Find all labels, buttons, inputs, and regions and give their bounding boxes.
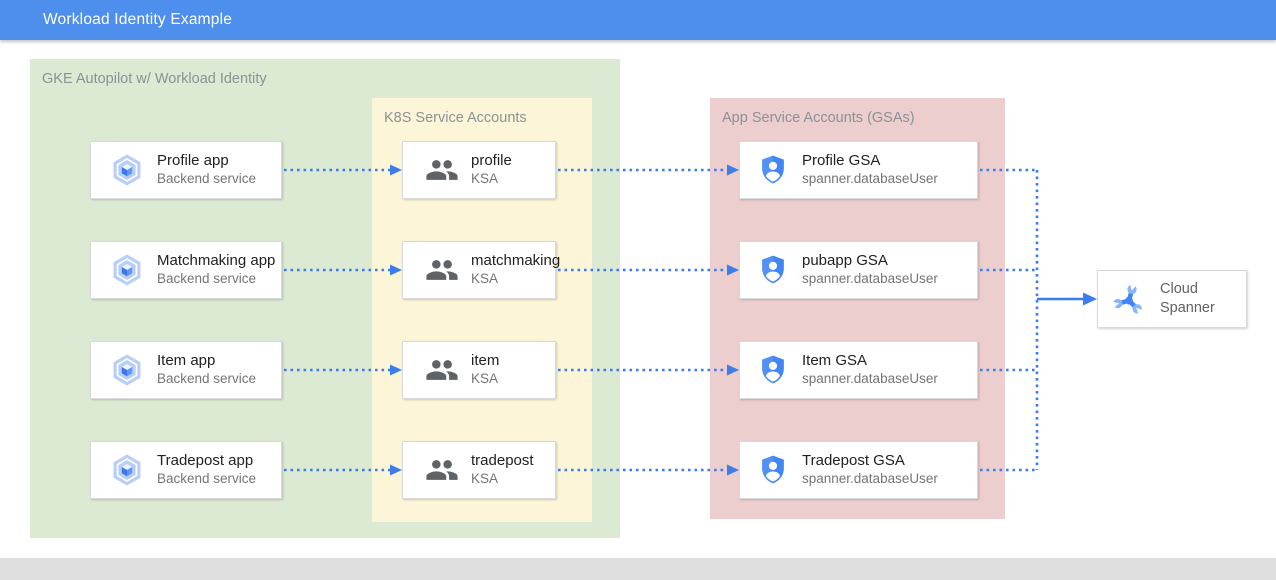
node-subtitle: Backend service	[157, 271, 257, 287]
node-subtitle: KSA	[471, 471, 499, 487]
shield-user-icon	[756, 353, 790, 387]
gke-icon	[109, 352, 145, 388]
gsa-container-title: App Service Accounts (GSAs)	[722, 110, 915, 126]
node-title: Tradepost app	[157, 451, 254, 469]
titlebar: Workload Identity Example	[0, 0, 1276, 40]
people-group-icon	[425, 453, 459, 487]
node-title: Matchmaking app	[157, 251, 276, 269]
people-group-icon	[425, 153, 459, 187]
node-title: Item GSA	[802, 351, 868, 369]
pubapp-gsa-node: pubapp GSA spanner.databaseUser	[739, 241, 978, 299]
gke-container-title: GKE Autopilot w/ Workload Identity	[42, 71, 267, 87]
cloud-spanner-node: Cloud Spanner	[1097, 270, 1247, 328]
tradepost-gsa-node: Tradepost GSA spanner.databaseUser	[739, 441, 978, 499]
node-subtitle: spanner.databaseUser	[802, 271, 938, 287]
node-title: tradepost	[471, 451, 534, 469]
gke-icon	[109, 252, 145, 288]
node-title: Tradepost GSA	[802, 451, 905, 469]
node-title: profile	[471, 151, 512, 169]
node-title: Profile GSA	[802, 151, 881, 169]
shield-user-icon	[756, 453, 790, 487]
profile-gsa-node: Profile GSA spanner.databaseUser	[739, 141, 978, 199]
item-gsa-node: Item GSA spanner.databaseUser	[739, 341, 978, 399]
node-title: matchmaking	[471, 251, 561, 269]
node-subtitle: KSA	[471, 271, 499, 287]
node-subtitle: spanner.databaseUser	[802, 471, 938, 487]
node-title: Profile app	[157, 151, 229, 169]
gke-icon	[109, 152, 145, 188]
page-title: Workload Identity Example	[43, 11, 233, 28]
node-title: item	[471, 351, 500, 369]
diagram-canvas: GKE Autopilot w/ Workload Identity K8S S…	[0, 40, 1276, 558]
gke-icon	[109, 452, 145, 488]
shield-user-icon	[756, 153, 790, 187]
spanner-icon	[1110, 280, 1148, 318]
people-group-icon	[425, 253, 459, 287]
people-group-icon	[425, 353, 459, 387]
node-title: Item app	[157, 351, 216, 369]
shield-user-icon	[756, 253, 790, 287]
node-subtitle: spanner.databaseUser	[802, 171, 938, 187]
node-subtitle: Backend service	[157, 471, 257, 487]
footer-bar	[0, 558, 1276, 580]
node-subtitle: Backend service	[157, 171, 257, 187]
node-subtitle: KSA	[471, 171, 499, 187]
node-title: pubapp GSA	[802, 251, 888, 269]
node-title: Cloud Spanner	[1160, 281, 1215, 316]
node-subtitle: KSA	[471, 371, 499, 387]
ksa-container-title: K8S Service Accounts	[384, 110, 527, 126]
node-subtitle: spanner.databaseUser	[802, 371, 938, 387]
node-subtitle: Backend service	[157, 371, 257, 387]
